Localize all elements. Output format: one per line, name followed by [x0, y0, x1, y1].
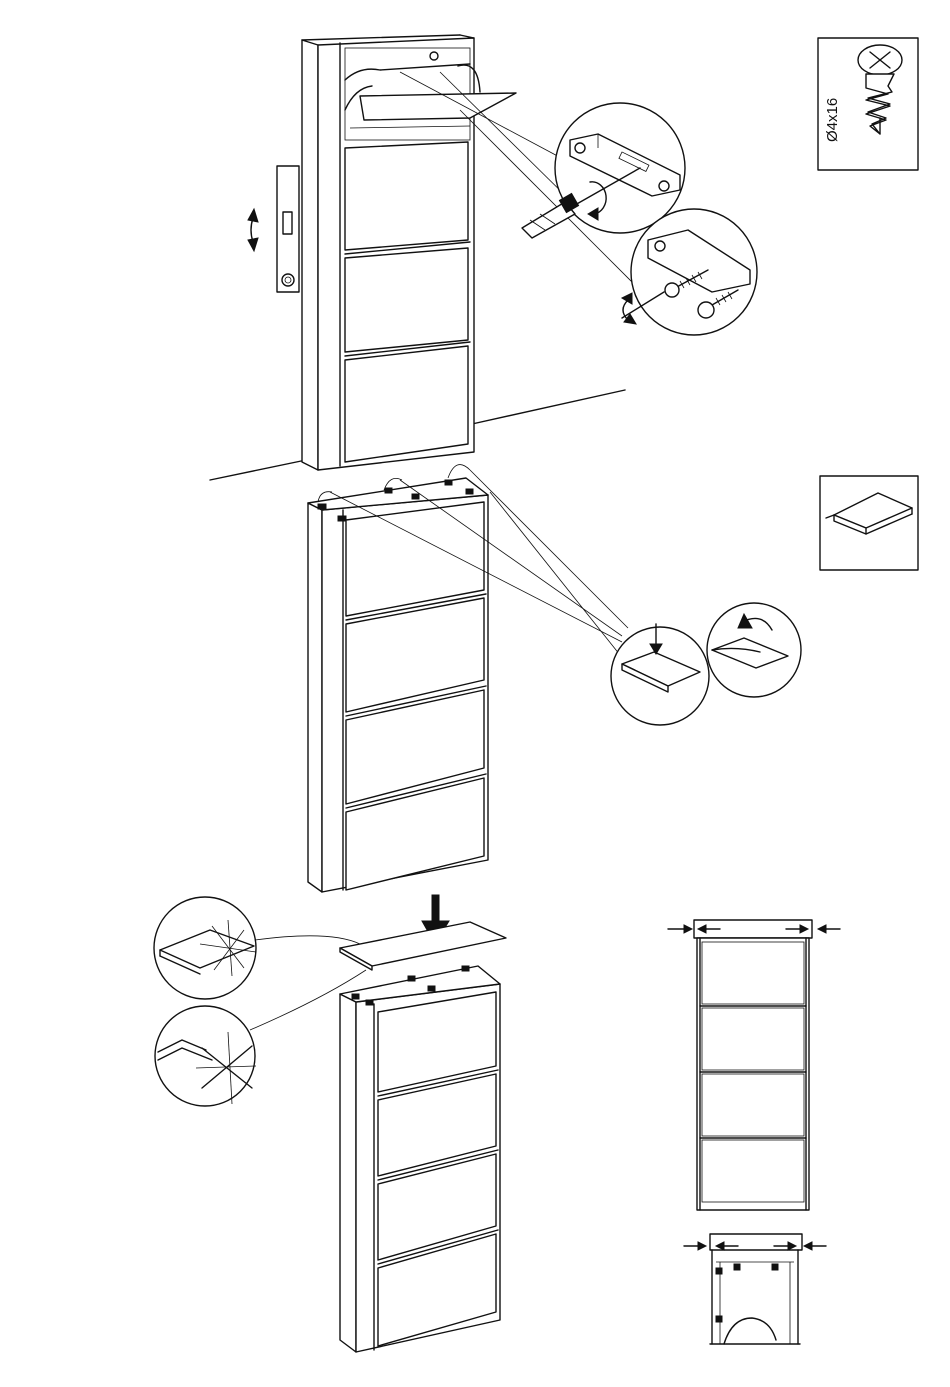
- incorrect-placement-icon: [155, 1006, 256, 1106]
- spirit-level-icon: [277, 166, 299, 292]
- top-panel-step: [154, 895, 506, 1352]
- adhesive-pads-step: [308, 465, 801, 892]
- front-view-cabinet: [694, 920, 812, 1210]
- floor-line-left: [210, 460, 306, 480]
- alignment-check-step: [668, 920, 840, 1344]
- screw-size-label-box: Ø4x16: [818, 38, 918, 170]
- rear-view-cabinet: [710, 1234, 802, 1344]
- cabinet-standing: [308, 478, 488, 892]
- pad-part-box: [820, 476, 918, 570]
- wall-mounting-step: [210, 35, 757, 480]
- screw-size-label: Ø4x16: [824, 98, 841, 142]
- top-panel: [340, 922, 506, 970]
- correct-placement-icon: [154, 897, 256, 999]
- adjust-arrow-icon: [248, 209, 258, 251]
- floor-line-right: [472, 390, 625, 424]
- cabinet-with-top: [340, 966, 500, 1352]
- press-pad-callout: [611, 624, 709, 725]
- cabinet-wall-mounted: [302, 35, 516, 470]
- peel-pad-callout: [707, 603, 801, 697]
- bracket-detail-callout: [522, 103, 685, 238]
